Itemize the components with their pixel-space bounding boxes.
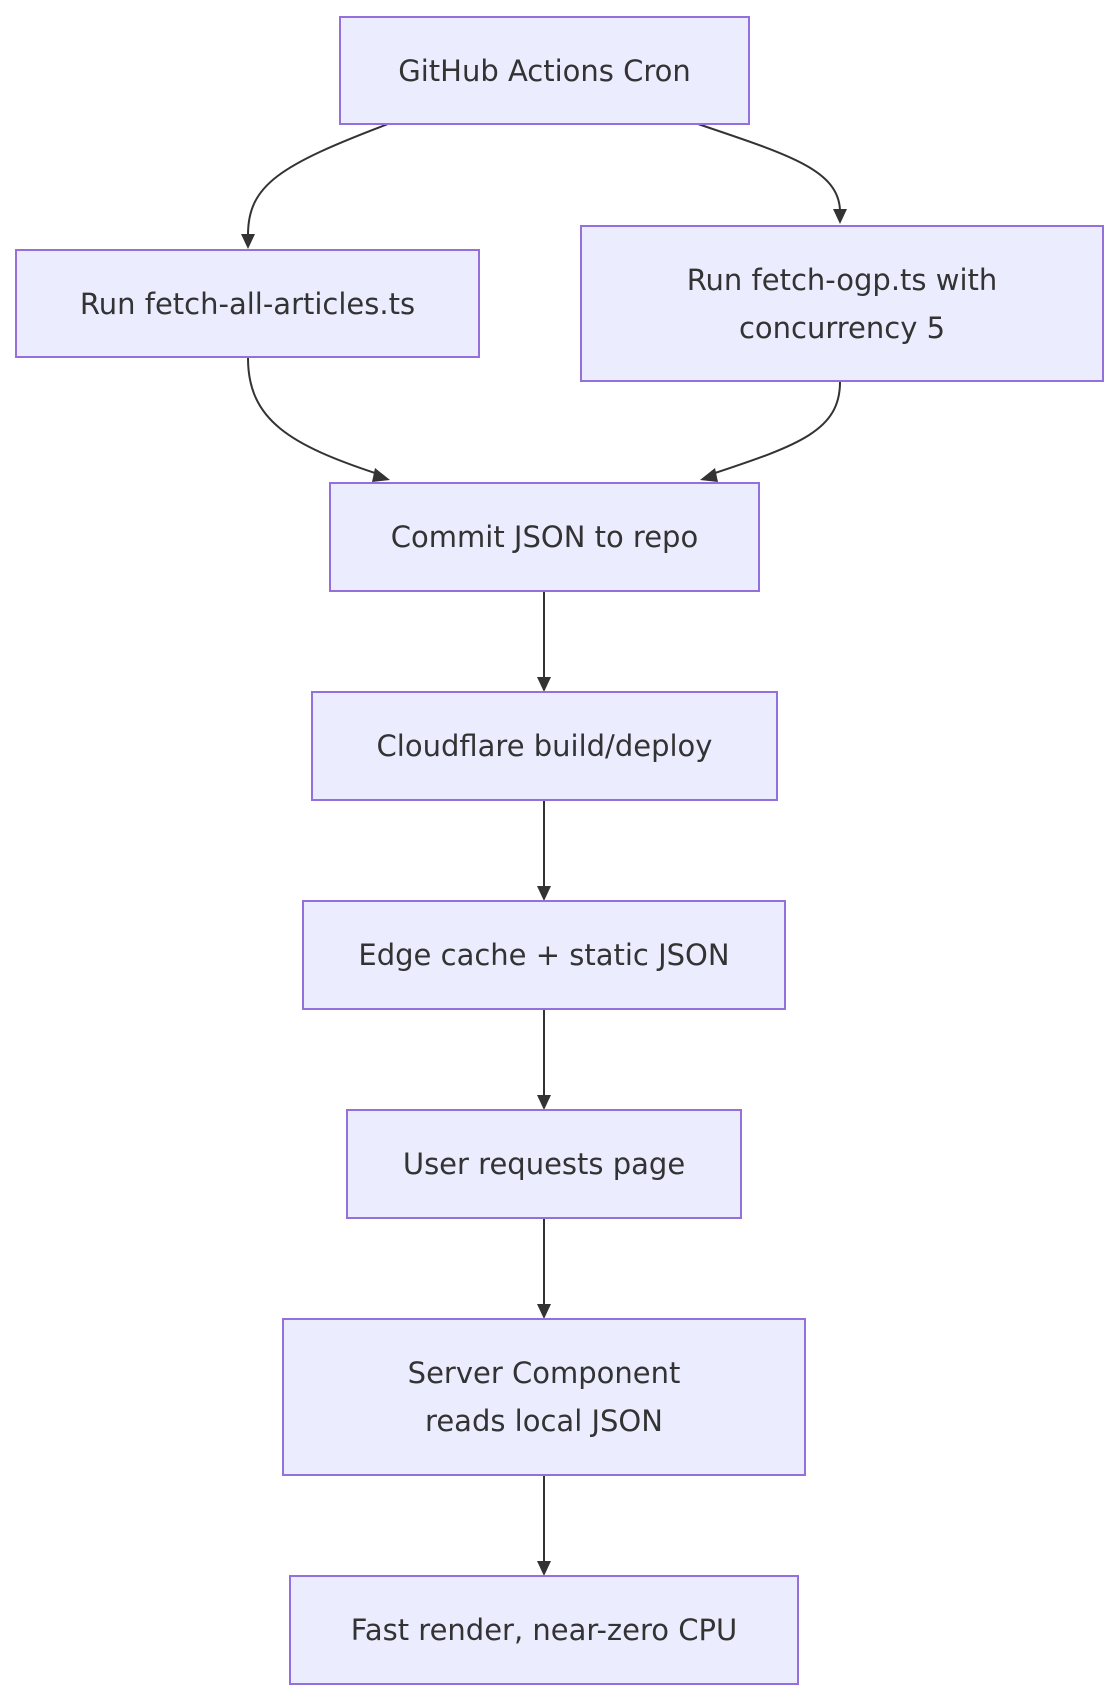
node-server-component: Server Component reads local JSON (282, 1318, 806, 1476)
node-fetch-all-articles: Run fetch-all-articles.ts (15, 249, 480, 358)
arrowhead-edge (537, 886, 551, 901)
node-label: GitHub Actions Cron (398, 53, 691, 88)
edge-fetch-articles-to-commit (247, 357, 379, 475)
node-cloudflare-deploy: Cloudflare build/deploy (311, 691, 778, 801)
edge-cron-to-fetch-ogp (697, 123, 841, 211)
node-edge-cache: Edge cache + static JSON (302, 900, 786, 1010)
node-label: Cloudflare build/deploy (376, 729, 713, 763)
node-github-actions-cron: GitHub Actions Cron (339, 16, 750, 125)
arrowhead-request (537, 1095, 551, 1110)
node-fast-render: Fast render, near-zero CPU (289, 1575, 799, 1685)
arrowhead-fetch-ogp (833, 209, 847, 224)
arrowhead-commit-left (372, 468, 390, 482)
arrowhead-fetch-articles (241, 234, 255, 249)
node-user-requests-page: User requests page (346, 1109, 742, 1219)
node-label: Server Component reads local JSON (407, 1356, 681, 1438)
node-label: Run fetch-ogp.ts with concurrency 5 (686, 262, 998, 345)
node-label: User requests page (402, 1147, 686, 1181)
edge-fetch-ogp-to-commit (711, 381, 841, 475)
node-label: Run fetch-all-articles.ts (79, 286, 416, 321)
arrowhead-deploy (537, 677, 551, 692)
node-label: Commit JSON to repo (390, 520, 699, 554)
edge-cron-to-fetch-articles (247, 123, 389, 236)
node-label: Fast render, near-zero CPU (350, 1613, 738, 1647)
node-label: Edge cache + static JSON (358, 938, 730, 972)
arrowhead-render (537, 1561, 551, 1576)
node-commit-json: Commit JSON to repo (329, 482, 760, 592)
arrowhead-server (537, 1304, 551, 1319)
arrowhead-commit-right (700, 468, 718, 482)
node-fetch-ogp: Run fetch-ogp.ts with concurrency 5 (580, 225, 1104, 382)
